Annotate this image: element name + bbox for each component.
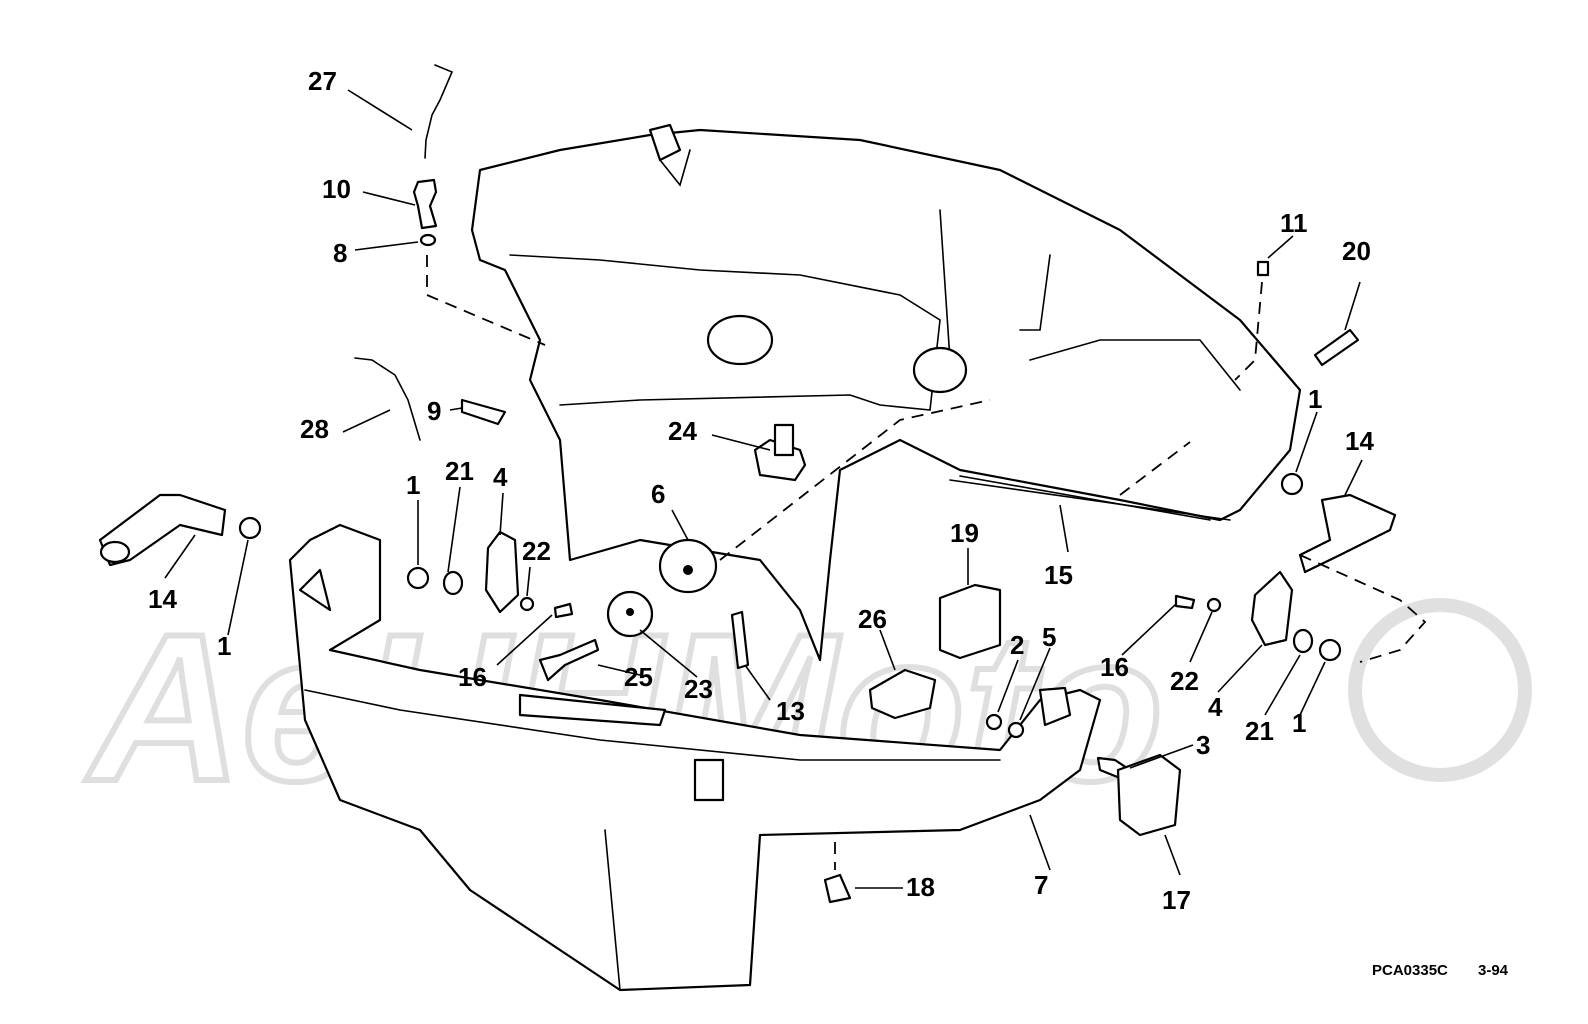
washer-22b (1206, 597, 1222, 613)
wire-27 (424, 64, 454, 159)
nut-1a (238, 516, 262, 540)
stud-25 (538, 638, 600, 682)
callout-17: 17 (1162, 885, 1191, 915)
bolt-20 (1313, 328, 1360, 367)
washer-5 (1007, 721, 1025, 739)
callout-1d: 1 (1292, 708, 1307, 738)
upper-cover (470, 123, 1302, 662)
nut-1b (406, 566, 430, 590)
callout-13: 13 (776, 696, 805, 726)
callout-16b: 16 (1100, 652, 1129, 682)
callout-3: 3 (1196, 730, 1211, 760)
rod-15 (959, 475, 1211, 521)
washer-21a (442, 570, 464, 596)
assembly-lines (426, 255, 1427, 870)
callout-1c: 1 (1308, 384, 1323, 414)
callout-1a: 1 (406, 470, 421, 500)
callout-7: 7 (1034, 870, 1049, 900)
callout-19: 19 (950, 518, 979, 548)
callout-25: 25 (624, 662, 653, 692)
callout-18: 18 (906, 872, 935, 902)
nut-2 (985, 713, 1003, 731)
plug-17 (1116, 753, 1182, 837)
latch-lever-14-right (1298, 493, 1397, 574)
screw-16b (1174, 594, 1196, 610)
callout-2: 2 (1010, 630, 1025, 660)
seal-strip-28 (354, 357, 421, 441)
callout-27: 27 (308, 66, 337, 96)
nut-1d (1318, 638, 1342, 662)
callout-22a: 22 (522, 536, 551, 566)
hardware-parts (98, 64, 1397, 904)
callout-23: 23 (684, 674, 713, 704)
callout-21b: 21 (1245, 716, 1274, 746)
callout-8: 8 (333, 238, 348, 268)
callout-1b: 1 (217, 631, 232, 661)
callout-11: 11 (1280, 208, 1308, 238)
callout-14a: 14 (148, 584, 177, 614)
screw-18 (823, 873, 852, 904)
callout-15: 15 (1044, 560, 1073, 590)
callout-28: 28 (300, 414, 329, 444)
callout-4a: 4 (493, 462, 508, 492)
latch-plate-4b (1250, 570, 1294, 647)
callout-26: 26 (858, 604, 887, 634)
callout-24: 24 (668, 416, 697, 446)
pad-26 (868, 668, 937, 720)
callout-14b: 14 (1345, 426, 1374, 456)
latch-lever-14-left (98, 493, 227, 567)
callout-5: 5 (1042, 622, 1057, 652)
leader-lines (164, 89, 1363, 889)
nut-1c (1280, 472, 1304, 496)
clip-9 (460, 398, 507, 426)
link-13 (730, 610, 750, 670)
lower-cover (288, 523, 1102, 992)
callout-20: 20 (1342, 236, 1371, 266)
washer-22a (519, 596, 535, 612)
callout-16a: 16 (458, 662, 487, 692)
o-ring-8 (419, 233, 437, 247)
callout-6: 6 (651, 479, 666, 509)
plunger-10 (412, 178, 438, 230)
screw-16a (553, 602, 574, 619)
nut-11 (1256, 260, 1270, 277)
callout-4b: 4 (1208, 692, 1223, 722)
callout-22b: 22 (1170, 666, 1199, 696)
washer-21b (1292, 628, 1314, 654)
callout-21a: 21 (445, 456, 474, 486)
callout-9: 9 (427, 396, 442, 426)
callout-10: 10 (322, 174, 351, 204)
drawing-date: 3-94 (1478, 962, 1509, 979)
bracket-19 (938, 583, 1002, 660)
watermark-wheel-icon (1348, 598, 1532, 782)
drawing-code: PCA0335C (1372, 962, 1448, 979)
